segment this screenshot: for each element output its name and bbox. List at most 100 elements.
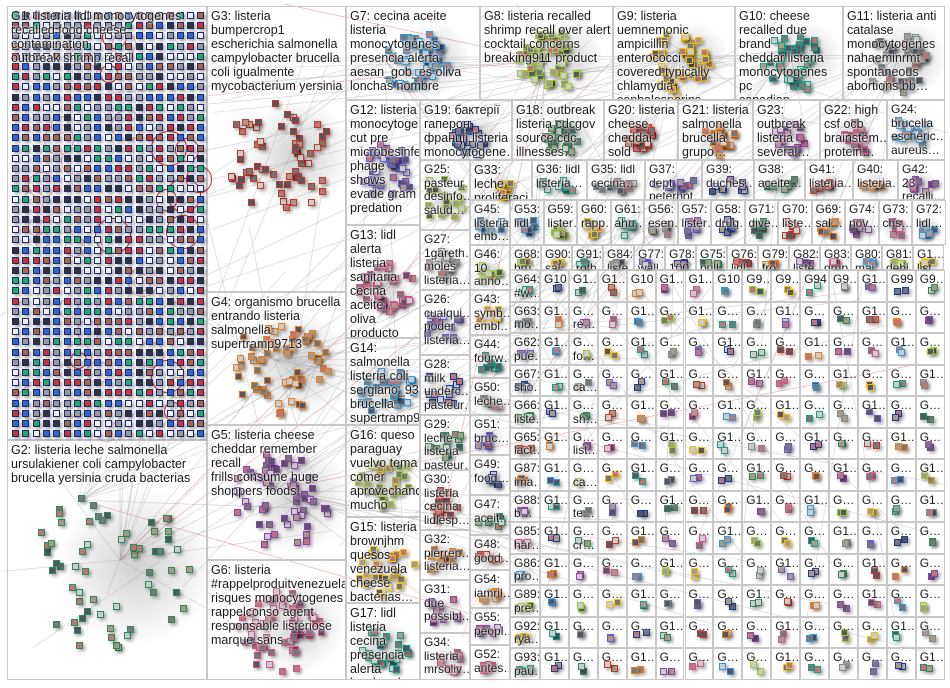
vertex-icon[interactable] [85, 518, 93, 526]
vertex-icon[interactable] [42, 83, 50, 91]
vertex-icon[interactable] [306, 473, 314, 481]
vertex-icon[interactable] [125, 165, 133, 172]
vertex-icon[interactable] [75, 642, 83, 650]
vertex-icon[interactable] [197, 389, 205, 397]
vertex-icon[interactable] [899, 603, 907, 611]
vertex-icon[interactable] [694, 348, 702, 356]
vertex-icon[interactable] [125, 185, 133, 193]
vertex-icon[interactable] [106, 625, 114, 633]
vertex-icon[interactable] [237, 354, 245, 362]
vertex-icon[interactable] [22, 165, 30, 172]
vertex-icon[interactable] [670, 382, 678, 390]
vertex-icon[interactable] [173, 546, 181, 554]
vertex-icon[interactable] [526, 64, 534, 72]
vertex-icon[interactable] [699, 506, 707, 514]
vertex-icon[interactable] [84, 338, 92, 346]
vertex-icon[interactable] [12, 409, 19, 417]
vertex-icon[interactable] [187, 328, 195, 336]
vertex-icon[interactable] [104, 144, 112, 152]
vertex-icon[interactable] [125, 236, 133, 244]
vertex-icon[interactable] [926, 229, 934, 237]
vertex-icon[interactable] [156, 134, 164, 142]
vertex-icon[interactable] [125, 430, 133, 438]
vertex-icon[interactable] [893, 538, 901, 546]
vertex-icon[interactable] [166, 144, 174, 152]
vertex-icon[interactable] [319, 187, 327, 195]
vertex-icon[interactable] [63, 124, 71, 132]
vertex-icon[interactable] [156, 389, 164, 397]
vertex-icon[interactable] [166, 236, 174, 244]
vertex-icon[interactable] [227, 173, 235, 181]
vertex-icon[interactable] [176, 73, 184, 81]
vertex-icon[interactable] [94, 267, 102, 274]
vertex-icon[interactable] [44, 548, 52, 556]
vertex-icon[interactable] [263, 479, 271, 487]
vertex-icon[interactable] [187, 93, 195, 101]
vertex-icon[interactable] [291, 117, 299, 125]
vertex-icon[interactable] [166, 205, 174, 213]
vertex-icon[interactable] [266, 470, 274, 478]
vertex-icon[interactable] [156, 358, 164, 366]
vertex-icon[interactable] [176, 216, 184, 223]
vertex-icon[interactable] [12, 348, 19, 356]
vertex-icon[interactable] [73, 389, 81, 397]
vertex-icon[interactable] [22, 307, 30, 315]
vertex-icon[interactable] [176, 175, 184, 183]
vertex-icon[interactable] [577, 602, 585, 610]
vertex-icon[interactable] [84, 165, 92, 172]
vertex-icon[interactable] [187, 216, 195, 223]
vertex-icon[interactable] [75, 598, 83, 606]
vertex-icon[interactable] [115, 73, 122, 81]
vertex-icon[interactable] [22, 348, 30, 356]
vertex-icon[interactable] [263, 377, 271, 385]
vertex-icon[interactable] [565, 82, 572, 90]
vertex-icon[interactable] [176, 399, 184, 407]
vertex-icon[interactable] [302, 530, 310, 538]
vertex-icon[interactable] [478, 365, 486, 373]
vertex-icon[interactable] [84, 103, 92, 111]
vertex-icon[interactable] [297, 375, 305, 383]
vertex-icon[interactable] [145, 307, 153, 315]
vertex-icon[interactable] [55, 509, 63, 517]
vertex-icon[interactable] [313, 144, 321, 152]
vertex-icon[interactable] [176, 358, 184, 366]
vertex-icon[interactable] [166, 73, 174, 81]
vertex-icon[interactable] [260, 540, 268, 548]
vertex-icon[interactable] [176, 236, 184, 244]
vertex-icon[interactable] [297, 599, 305, 607]
vertex-icon[interactable] [782, 413, 790, 421]
vertex-icon[interactable] [284, 110, 292, 118]
vertex-icon[interactable] [118, 535, 126, 543]
vertex-icon[interactable] [897, 232, 905, 240]
vertex-icon[interactable] [258, 341, 266, 349]
vertex-icon[interactable] [166, 134, 174, 142]
vertex-icon[interactable] [94, 328, 102, 336]
vertex-icon[interactable] [94, 338, 102, 346]
vertex-icon[interactable] [166, 114, 174, 121]
vertex-icon[interactable] [263, 392, 271, 400]
vertex-icon[interactable] [659, 667, 667, 675]
vertex-icon[interactable] [185, 566, 193, 574]
vertex-icon[interactable] [73, 348, 81, 356]
vertex-icon[interactable] [104, 93, 112, 101]
vertex-icon[interactable] [115, 93, 122, 101]
vertex-icon[interactable] [63, 420, 71, 427]
vertex-icon[interactable] [53, 307, 61, 315]
vertex-icon[interactable] [782, 320, 790, 328]
vertex-icon[interactable] [104, 358, 112, 366]
vertex-icon[interactable] [94, 134, 102, 142]
vertex-icon[interactable] [251, 381, 259, 389]
vertex-icon[interactable] [166, 226, 174, 234]
vertex-icon[interactable] [104, 73, 112, 81]
vertex-icon[interactable] [84, 541, 92, 549]
vertex-icon[interactable] [104, 318, 112, 325]
vertex-icon[interactable] [52, 621, 60, 629]
vertex-icon[interactable] [176, 195, 184, 203]
vertex-icon[interactable] [53, 195, 61, 203]
vertex-icon[interactable] [197, 420, 205, 427]
vertex-icon[interactable] [12, 287, 19, 295]
vertex-icon[interactable] [104, 348, 112, 356]
vertex-icon[interactable] [812, 384, 820, 392]
vertex-icon[interactable] [610, 351, 618, 359]
vertex-icon[interactable] [187, 195, 195, 203]
